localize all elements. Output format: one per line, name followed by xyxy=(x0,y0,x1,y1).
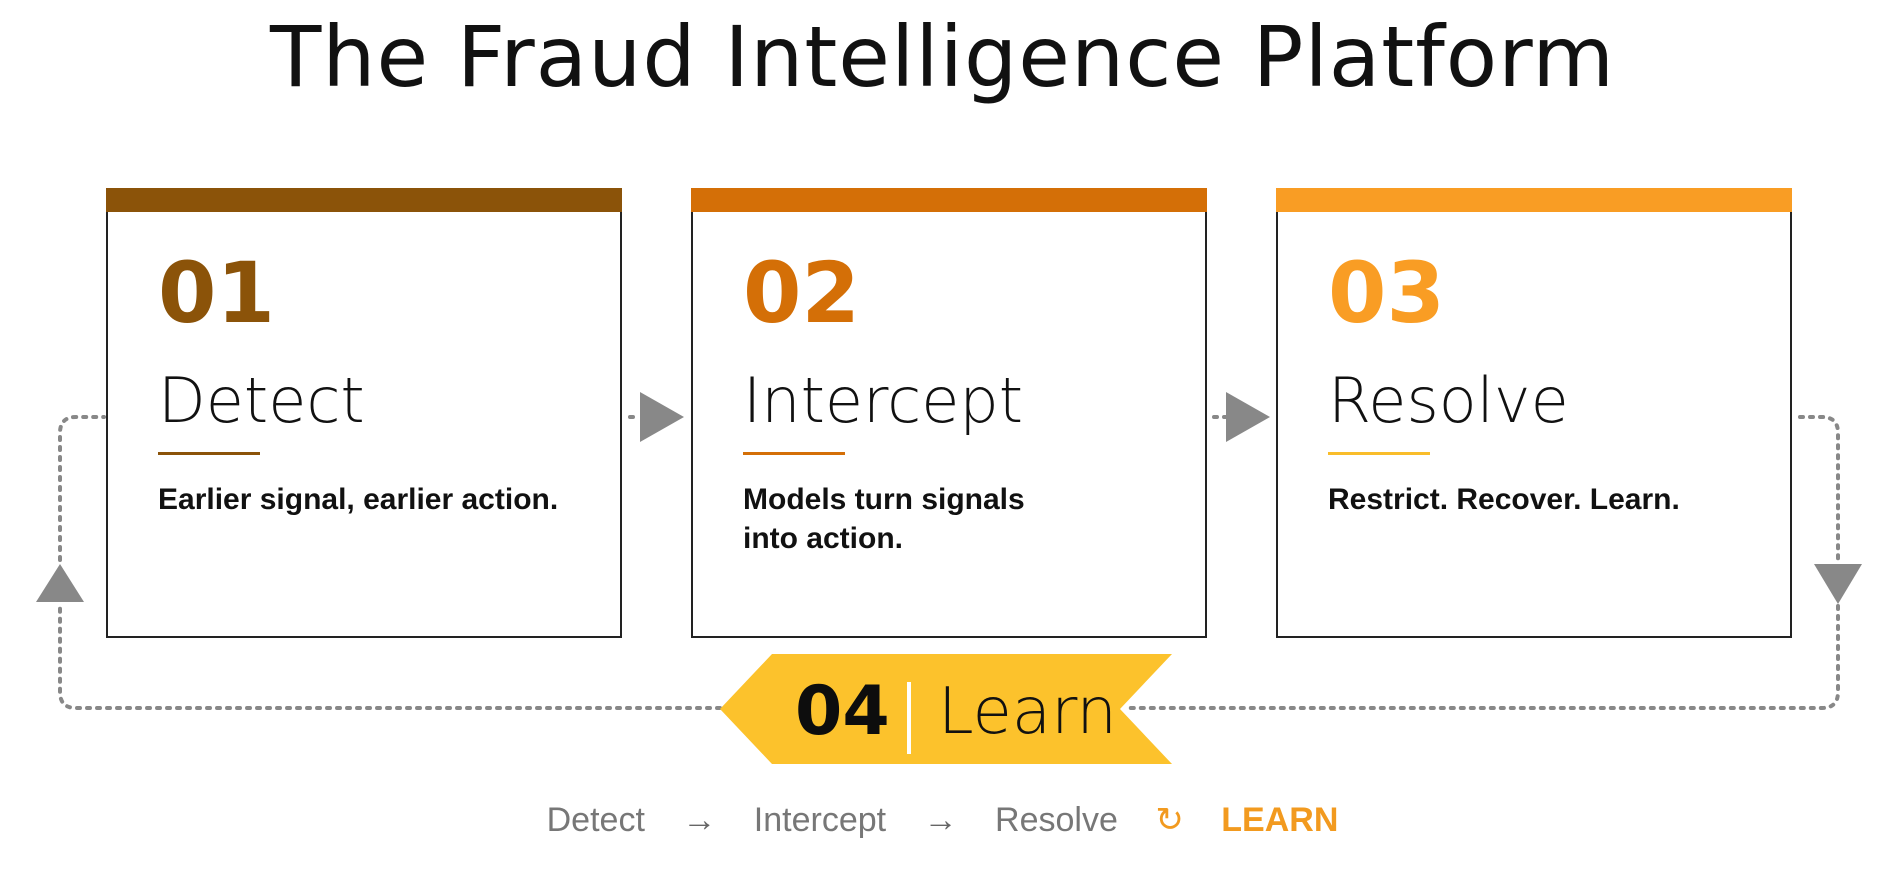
step-underline xyxy=(158,452,260,455)
step-card-intercept: 02 Intercept Models turn signals into ac… xyxy=(691,188,1207,638)
step-name: Intercept xyxy=(743,364,1024,437)
summary-intercept: Intercept xyxy=(753,801,887,839)
step-underline xyxy=(1328,452,1430,455)
connector-left-top xyxy=(58,415,106,562)
learn-number: 04 xyxy=(795,672,890,751)
step-name: Resolve xyxy=(1328,364,1569,437)
step-number: 02 xyxy=(743,244,860,342)
learn-label: Learn xyxy=(938,675,1117,749)
arrow-right-icon xyxy=(1226,392,1270,442)
summary-resolve: Resolve xyxy=(995,801,1118,839)
step-number: 01 xyxy=(158,244,275,342)
arrow-right-icon: → xyxy=(682,801,717,839)
step-description: Earlier signal, earlier action. xyxy=(158,483,559,516)
step-underline xyxy=(743,452,845,455)
step-color-bar xyxy=(691,188,1207,212)
summary-learn: LEARN xyxy=(1221,801,1339,839)
loop-icon: ↻ xyxy=(1155,801,1184,839)
arrow-right-icon xyxy=(640,392,684,442)
page-title: The Fraud Intelligence Platform xyxy=(269,8,1616,106)
step-description: Models turn signals into action. xyxy=(743,483,1025,555)
connector-learn-1 xyxy=(58,602,722,710)
step-card-resolve: 03 Resolve Restrict. Recover. Learn. xyxy=(1276,188,1792,638)
arrow-right-icon: → xyxy=(923,801,958,839)
step-color-bar xyxy=(106,188,622,212)
learn-divider xyxy=(907,682,911,754)
step-color-bar xyxy=(1276,188,1792,212)
step-description: Restrict. Recover. Learn. xyxy=(1328,483,1680,516)
flow-summary: Detect → Intercept → Resolve ↻ LEARN xyxy=(0,800,1885,840)
step-card-detect: 01 Detect Earlier signal, earlier action… xyxy=(106,188,622,638)
arrow-down-icon xyxy=(1814,564,1862,604)
arrow-up-icon xyxy=(36,564,84,602)
connector-3-learn xyxy=(1798,415,1840,562)
learn-banner xyxy=(720,654,1172,764)
summary-detect: Detect xyxy=(546,801,645,839)
connector-3-learn-bottom xyxy=(1126,604,1840,710)
step-name: Detect xyxy=(158,364,365,437)
step-number: 03 xyxy=(1328,244,1445,342)
